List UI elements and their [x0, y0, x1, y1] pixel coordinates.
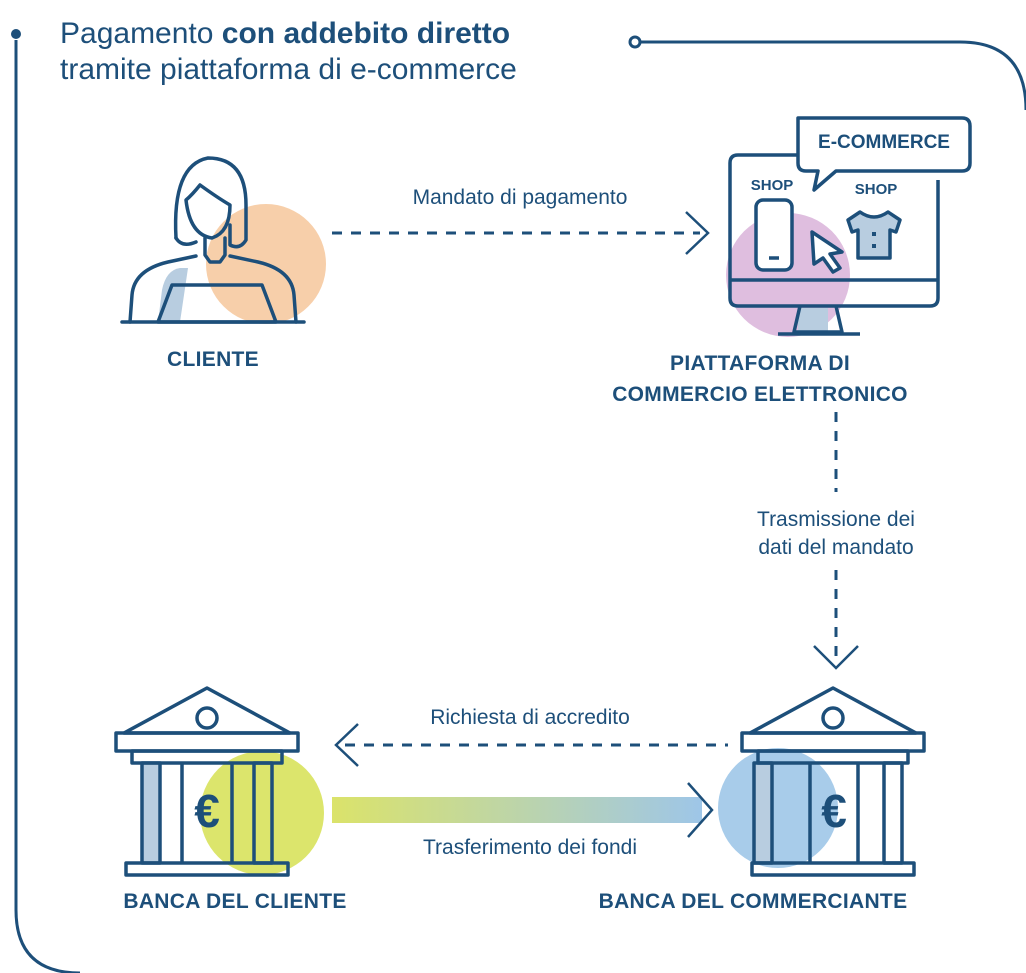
transmission-label-line-2: dati del mandato	[758, 536, 914, 559]
title-line-2: tramite piattaforma di e-commerce	[60, 53, 517, 86]
mandate-arrow	[332, 211, 710, 255]
credit-request-label: Richiesta di accredito	[430, 706, 630, 729]
platform-caption-line-2: COMMERCIO ELETTRONICO	[612, 383, 908, 406]
transmission-label-line-1: Trasmissione dei	[757, 508, 915, 531]
platform-caption: PIATTAFORMA DI COMMERCIO ELETTRONICO	[556, 348, 964, 410]
title-bold: con addebito diretto	[221, 17, 511, 50]
euro-symbol-merchant-bank: €	[821, 785, 847, 837]
diagram-title: Pagamento con addebito diretto tramite p…	[60, 16, 517, 88]
mandate-label: Mandato di pagamento	[412, 186, 628, 209]
client-bank-caption: BANCA DEL CLIENTE	[123, 890, 347, 913]
shop-right-label: SHOP	[854, 181, 898, 198]
merchant-bank-icon	[718, 686, 926, 877]
platform-caption-line-1: PIATTAFORMA DI	[670, 352, 850, 375]
frame	[11, 29, 1026, 973]
transmission-label: Trasmissione dei dati del mandato	[716, 506, 956, 562]
transmission-arrow	[813, 412, 859, 670]
merchant-bank-caption: BANCA DEL COMMERCIANTE	[598, 890, 908, 913]
ecommerce-bubble-label: E-COMMERCE	[818, 132, 950, 153]
shop-left-label: SHOP	[750, 177, 794, 194]
title-line-1: Pagamento con addebito diretto	[60, 16, 517, 52]
title-prefix: Pagamento	[60, 17, 222, 50]
transfer-label: Trasferimento dei fondi	[423, 836, 637, 859]
euro-symbol-client-bank: €	[194, 785, 220, 837]
credit-request-arrow	[334, 723, 728, 767]
transfer-arrow	[332, 782, 714, 838]
client-caption: CLIENTE	[167, 348, 259, 371]
client-bank-icon	[114, 686, 324, 877]
platform-icon	[726, 116, 972, 337]
client-icon	[120, 156, 326, 324]
